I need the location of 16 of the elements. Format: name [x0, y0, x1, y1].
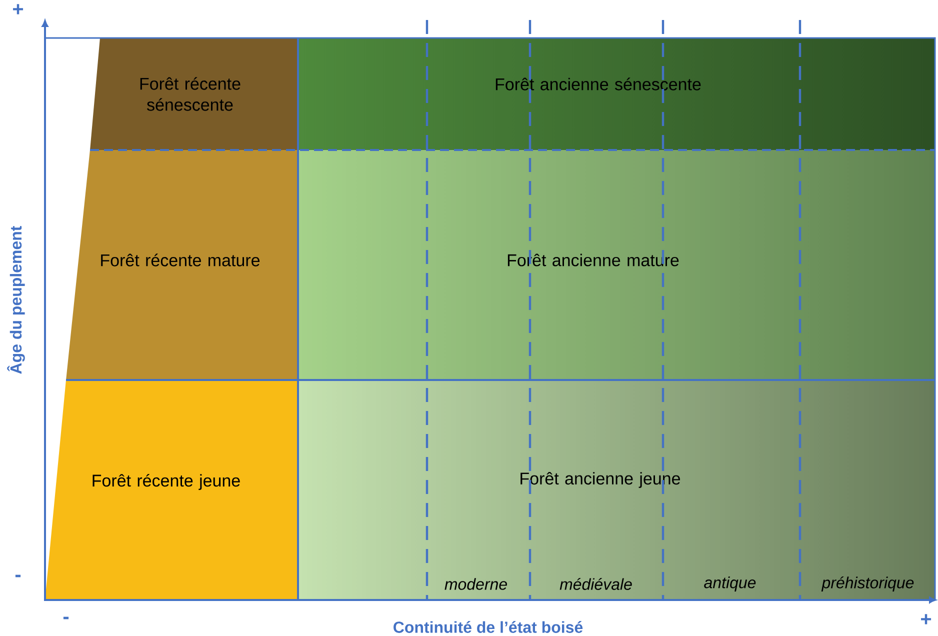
forest-cell: Forêt ancienne jeune — [520, 472, 680, 488]
axis-title: Continuité de l’état boisé — [394, 621, 583, 633]
forest-cell: Forêt récente sénescente — [140, 77, 240, 111]
sign-label: + — [13, 4, 24, 14]
axis-title: Âge du peuplement — [7, 226, 25, 374]
era-label: préhistorique — [821, 576, 914, 592]
era-label: antique — [704, 576, 756, 592]
era-label: médiévale — [560, 578, 632, 590]
sign-label: + — [921, 614, 932, 624]
sign-label: - — [15, 574, 21, 578]
era-label: moderne — [444, 578, 507, 590]
forest-cell: Forêt récente mature — [101, 254, 260, 266]
forest-cell: Forêt ancienne mature — [508, 254, 679, 266]
forest-cell: Forêt récente jeune — [92, 474, 240, 490]
forest-cell: Forêt ancienne sénescente — [496, 78, 701, 90]
sign-label: - — [63, 616, 69, 620]
